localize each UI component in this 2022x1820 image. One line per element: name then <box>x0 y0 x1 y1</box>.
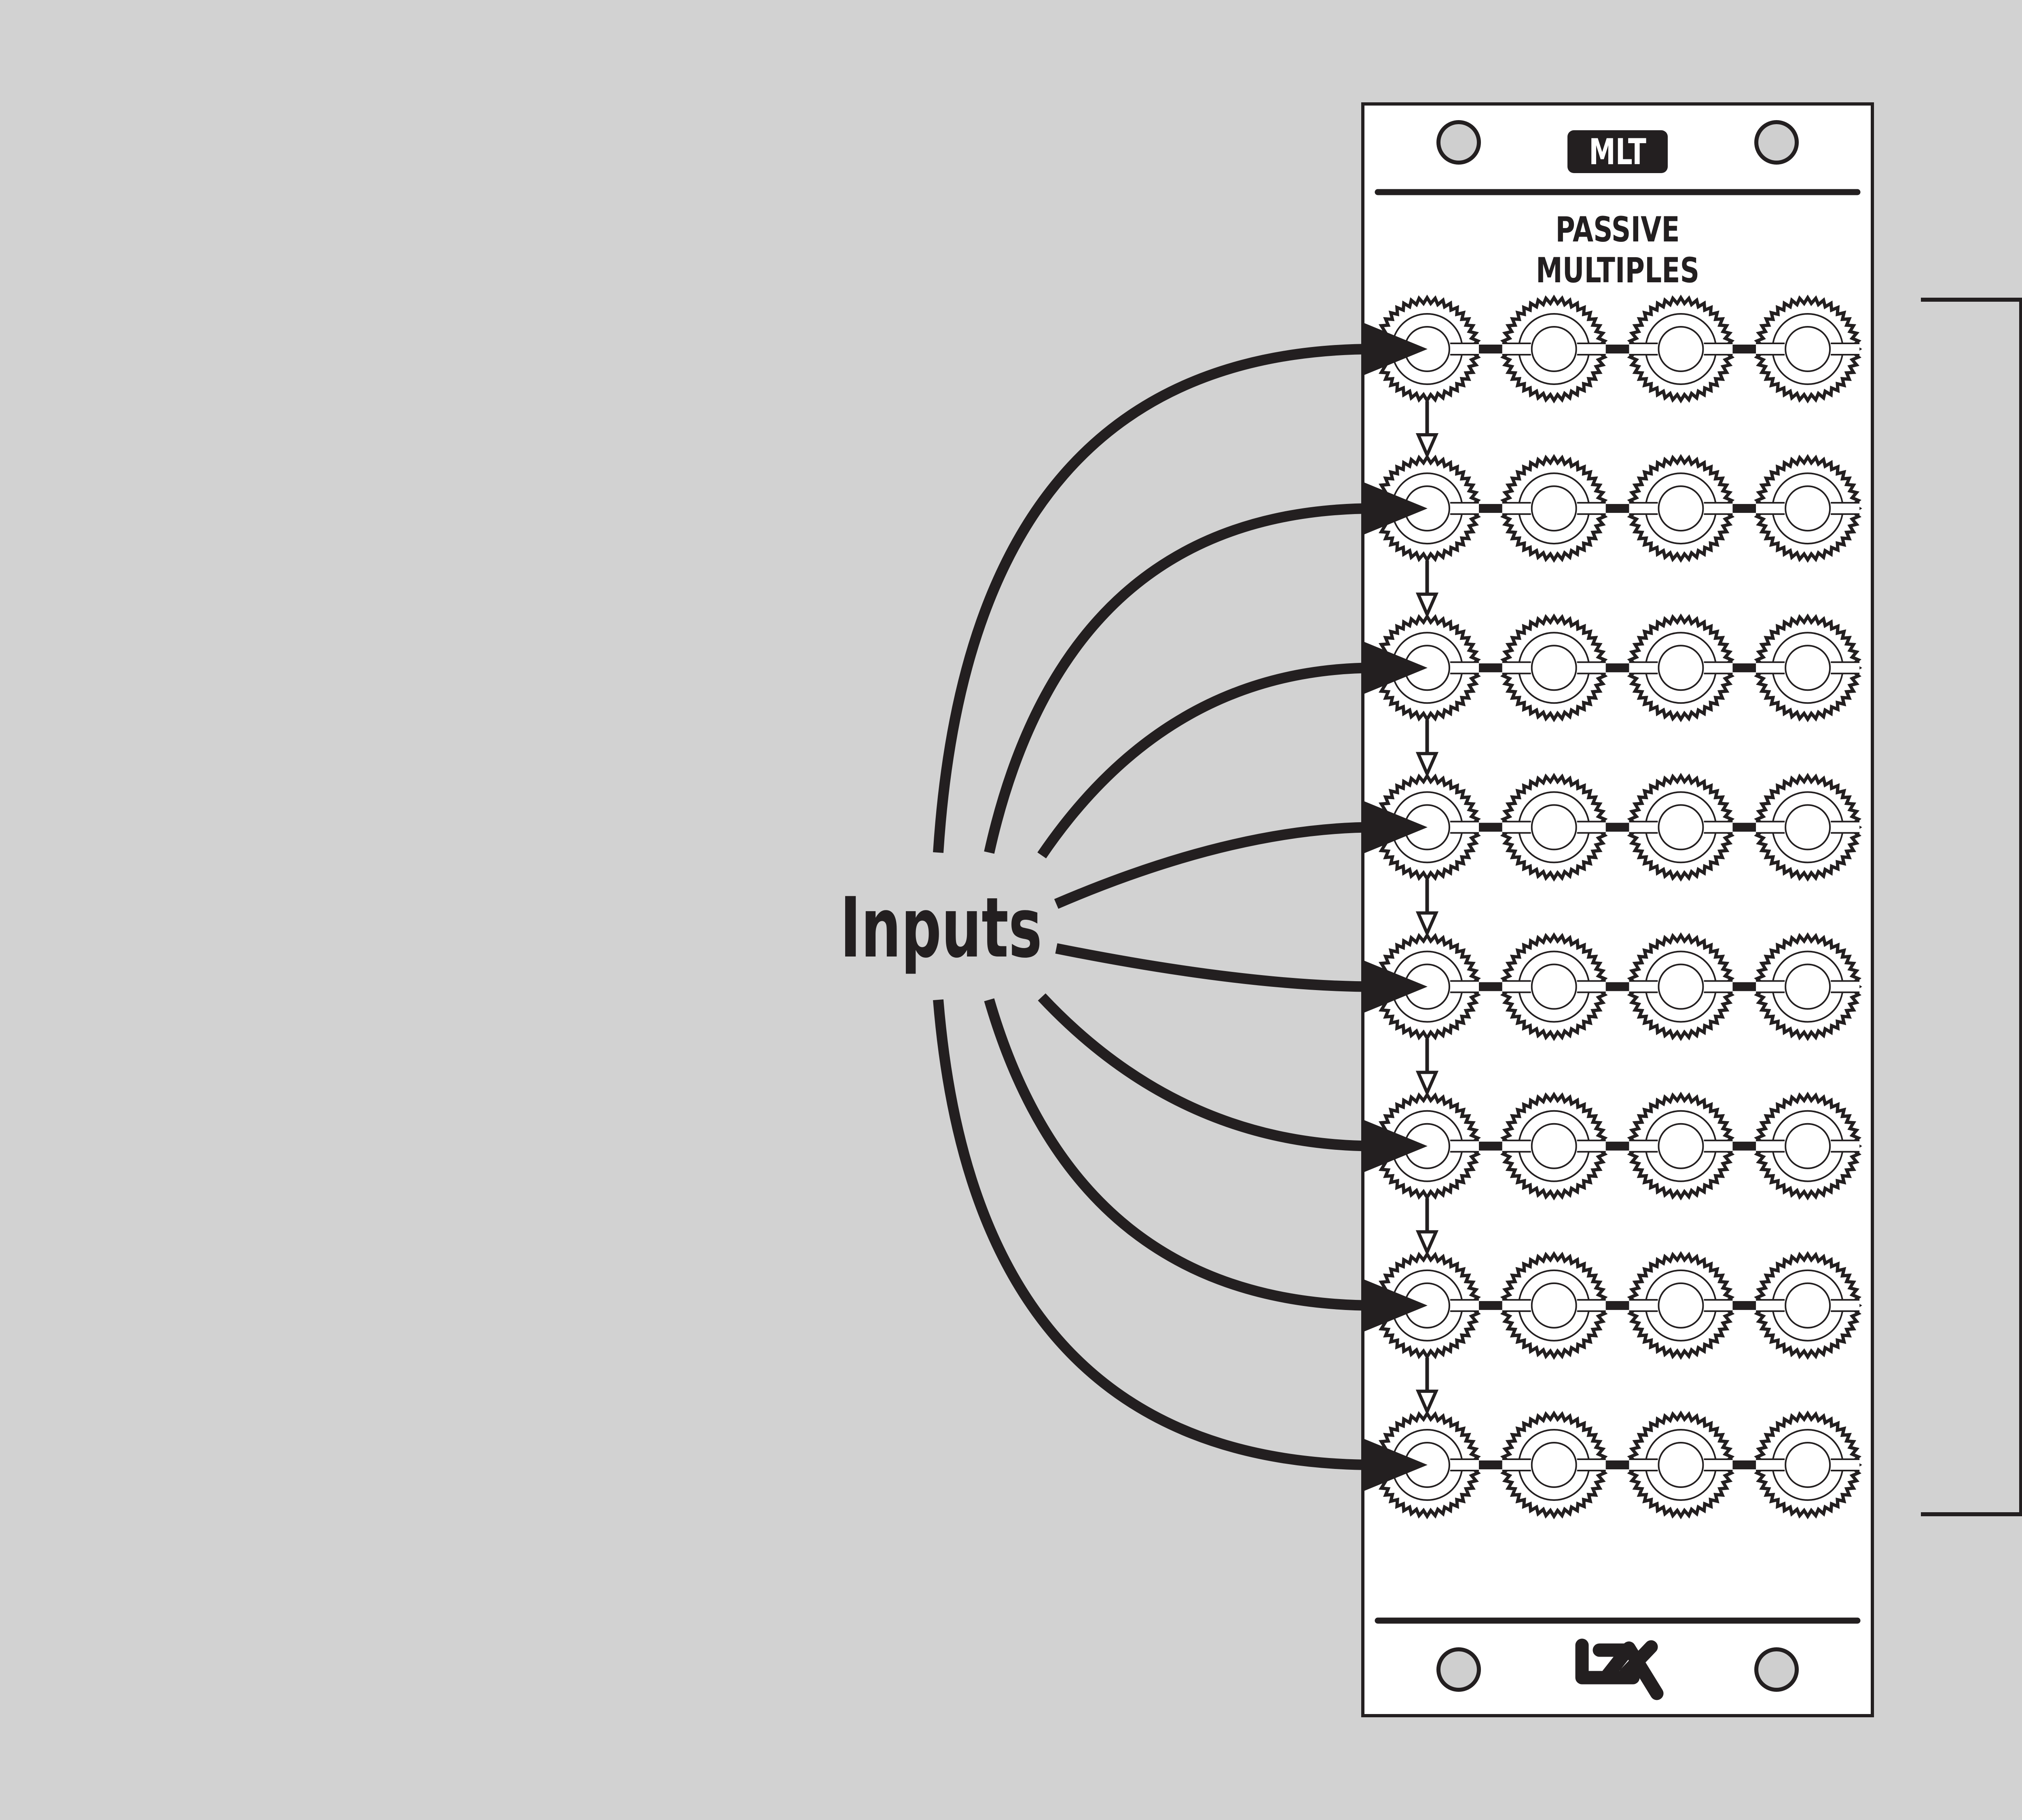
row-link-arrowhead-5 <box>1415 1071 1439 1097</box>
row-link-arrowhead-7 <box>1415 1389 1439 1416</box>
jack-r3c2 <box>1500 613 1609 722</box>
jack-r5c3 <box>1626 932 1736 1041</box>
jack-r5c2 <box>1500 932 1609 1041</box>
jack-r2c4 <box>1753 454 1862 563</box>
jack-r8c4 <box>1753 1410 1862 1519</box>
screw-top-right-icon <box>1754 120 1799 165</box>
input-arrow-3 <box>1037 662 1375 859</box>
jack-r4c3 <box>1626 772 1736 882</box>
input-arrowhead-7 <box>1364 1279 1428 1331</box>
jack-r7c4 <box>1753 1251 1862 1360</box>
jack-r7c3 <box>1626 1251 1736 1360</box>
screw-bottom-left-icon <box>1436 1647 1481 1692</box>
jack-r4c4 <box>1753 772 1862 882</box>
jack-r3c3 <box>1626 613 1736 722</box>
jack-field <box>933 294 1862 1519</box>
input-arrowhead-1 <box>1364 323 1428 375</box>
jack-r1c3 <box>1626 294 1735 404</box>
screw-top-left-icon <box>1436 120 1481 165</box>
row-link-arrowhead-4 <box>1415 911 1439 938</box>
jack-r3c4 <box>1753 613 1862 722</box>
jack-r6c3 <box>1626 1092 1735 1201</box>
jack-r7c2 <box>1500 1251 1609 1360</box>
mlt-badge <box>1567 130 1668 173</box>
input-arrow-8 <box>933 999 1375 1470</box>
input-arrow-4 <box>1054 822 1375 909</box>
jack-r6c2 <box>1500 1092 1609 1201</box>
input-arrow-6 <box>1038 993 1375 1151</box>
jack-r1c2 <box>1500 294 1609 404</box>
input-arrowhead-3 <box>1364 642 1428 694</box>
input-arrow-5 <box>1055 943 1375 992</box>
jack-r6c4 <box>1753 1092 1862 1201</box>
outputs-bracket <box>1921 298 2022 1516</box>
input-arrowhead-8 <box>1364 1439 1428 1491</box>
screw-bottom-right-icon <box>1754 1647 1799 1692</box>
lzx-logo-x-long-stroke <box>1622 1641 1664 1700</box>
jack-r2c2 <box>1500 454 1609 563</box>
lzx-logo-l-stroke <box>1575 1638 1640 1685</box>
lzx-logo <box>1575 1638 1664 1700</box>
jack-r8c2 <box>1500 1410 1609 1519</box>
input-arrow-2 <box>984 503 1375 854</box>
jack-r8c3 <box>1626 1410 1736 1519</box>
input-arrowhead-5 <box>1364 961 1428 1013</box>
row-link-arrowhead-6 <box>1415 1230 1439 1256</box>
module-title-line1: PASSIVE <box>1555 210 1679 250</box>
input-arrowhead-6 <box>1364 1120 1428 1172</box>
row-link-arrowhead-3 <box>1415 752 1439 778</box>
input-arrow-1 <box>933 344 1375 853</box>
input-arrowhead-2 <box>1364 483 1428 535</box>
inputs-label: Inputs <box>840 880 1042 977</box>
row-link-arrowhead-1 <box>1415 433 1439 459</box>
input-arrowhead-4 <box>1364 801 1428 853</box>
jack-r5c4 <box>1753 932 1862 1041</box>
module-title-line2: MULTIPLES <box>1536 251 1699 291</box>
module-badge-label: MLT <box>1589 132 1646 173</box>
row-link-arrowhead-2 <box>1415 593 1439 619</box>
jack-r1c4 <box>1753 294 1862 404</box>
jack-r4c2 <box>1500 772 1609 882</box>
input-arrow-7 <box>984 998 1375 1311</box>
jack-r2c3 <box>1626 454 1736 563</box>
